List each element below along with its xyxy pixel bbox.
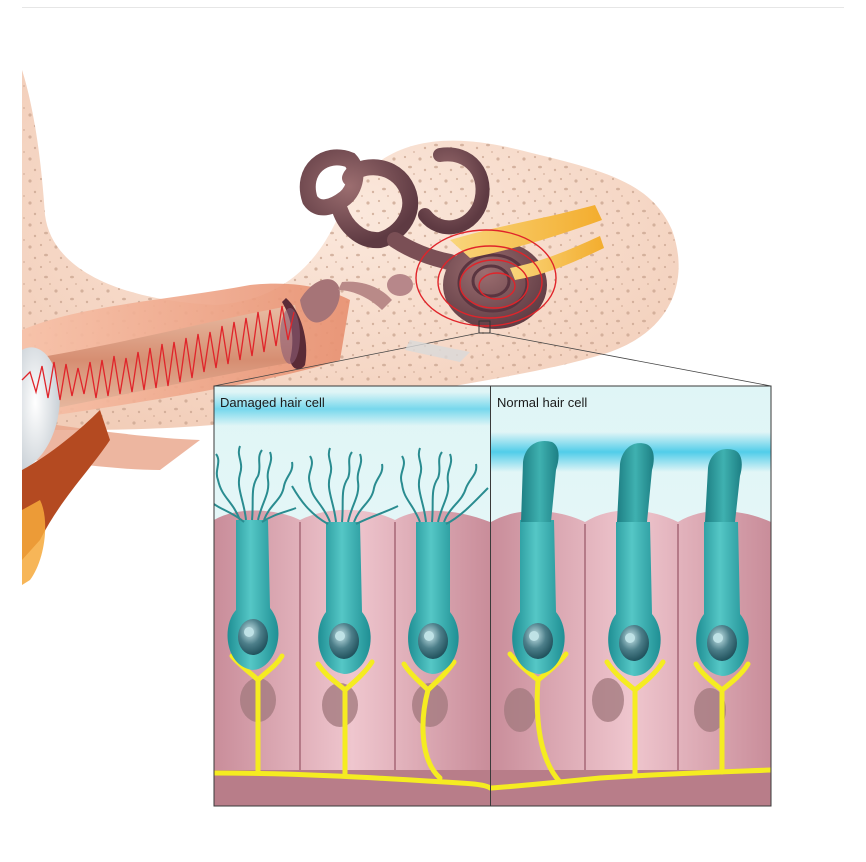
damaged-panel-label: Damaged hair cell (220, 395, 325, 410)
normal-hair-cell-panel (491, 432, 771, 806)
normal-panel-label: Normal hair cell (497, 395, 587, 410)
magnified-panel: Damaged hair cell Normal hair cell (214, 386, 771, 806)
